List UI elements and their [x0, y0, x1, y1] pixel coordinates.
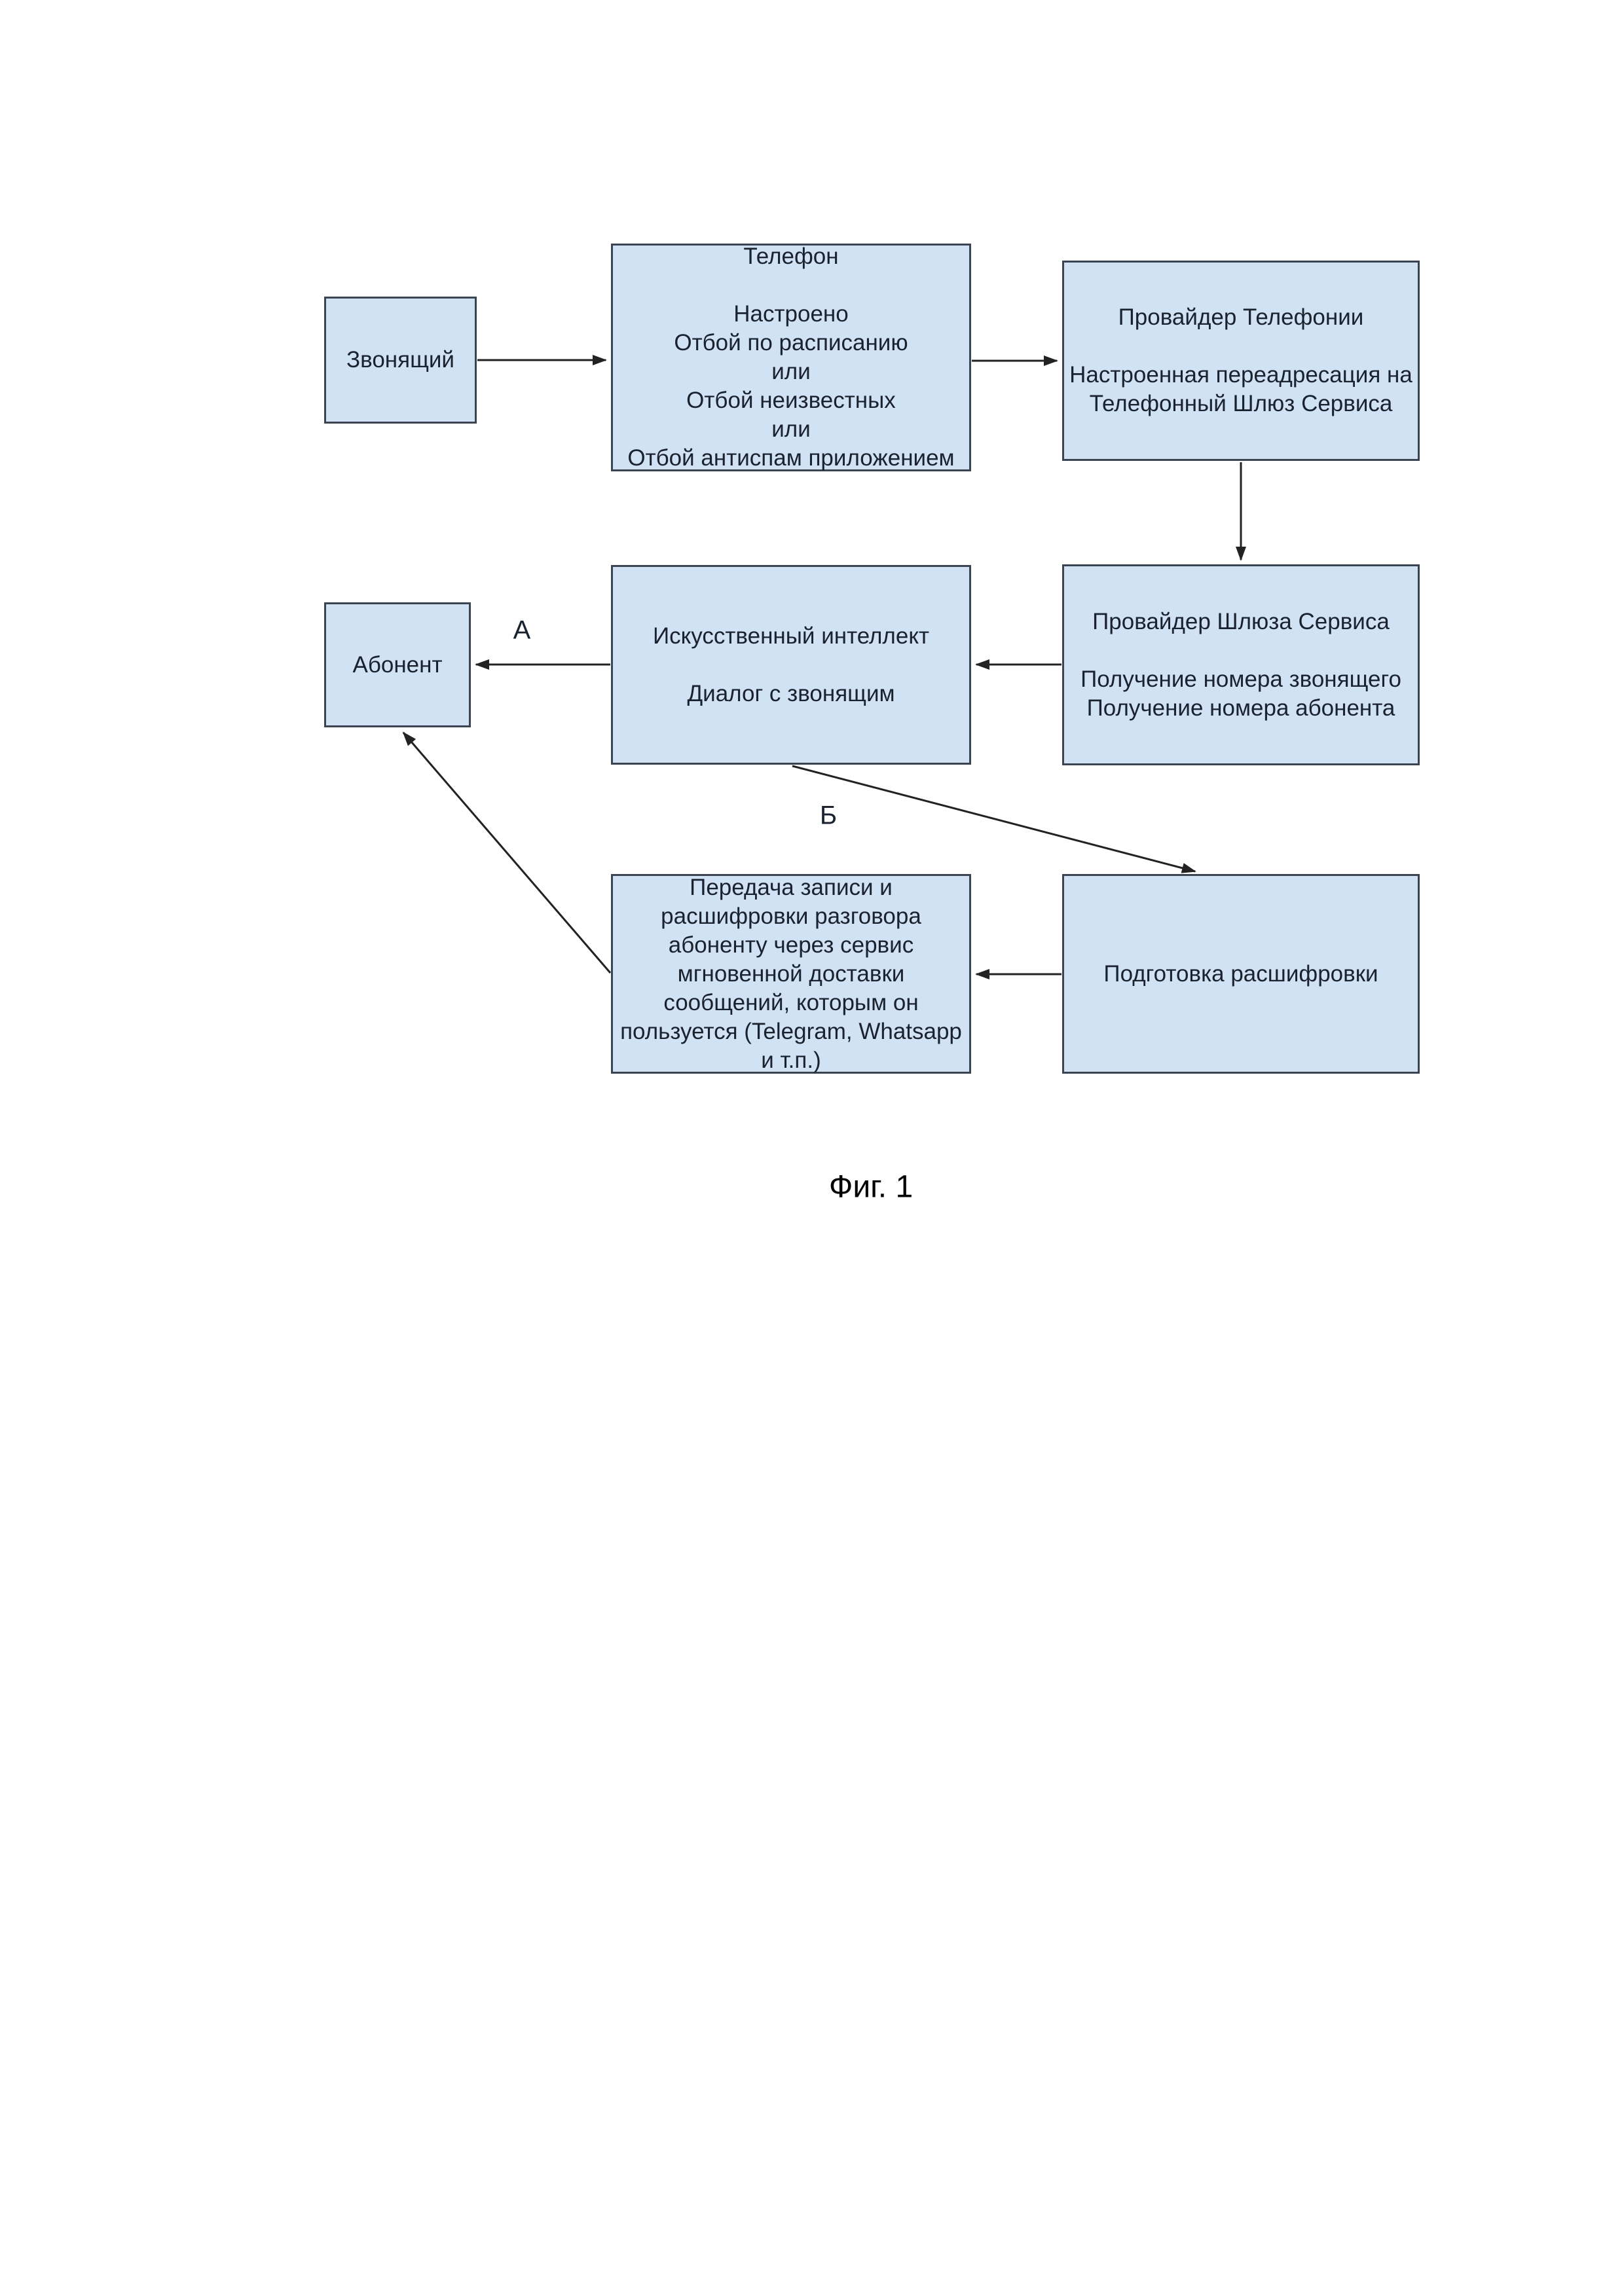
- node-phone: Телефон Настроено Отбой по расписанию ил…: [611, 244, 971, 471]
- node-transcript: Подготовка расшифровки: [1062, 874, 1420, 1074]
- arrow-ai-to-transcript: [792, 765, 1196, 873]
- node-ai: Искусственный интеллект Диалог с звонящи…: [611, 565, 971, 765]
- node-delivery-label: Передача записи и расшифровки разговора …: [620, 874, 962, 1073]
- node-subscriber-label: Абонент: [352, 651, 443, 678]
- node-telephony-provider-label: Провайдер Телефонии Настроенная переадре…: [1069, 304, 1412, 416]
- edge-label-a: А: [513, 615, 531, 645]
- node-ai-label: Искусственный интеллект Диалог с звонящи…: [652, 623, 930, 706]
- node-gateway-provider: Провайдер Шлюза Сервиса Получение номера…: [1062, 564, 1420, 765]
- node-gateway-provider-label: Провайдер Шлюза Сервиса Получение номера…: [1080, 608, 1401, 721]
- edge-label-b: Б: [819, 801, 838, 830]
- node-delivery: Передача записи и расшифровки разговора …: [611, 874, 971, 1074]
- node-transcript-label: Подготовка расшифровки: [1103, 960, 1378, 987]
- node-telephony-provider: Провайдер Телефонии Настроенная переадре…: [1062, 261, 1420, 461]
- figure-caption: Фиг. 1: [828, 1169, 913, 1205]
- node-caller-label: Звонящий: [346, 347, 454, 373]
- node-subscriber: Абонент: [324, 602, 471, 727]
- node-phone-label: Телефон Настроено Отбой по расписанию ил…: [627, 244, 955, 471]
- arrow-delivery-to-subscriber: [402, 731, 612, 974]
- node-caller: Звонящий: [324, 297, 477, 424]
